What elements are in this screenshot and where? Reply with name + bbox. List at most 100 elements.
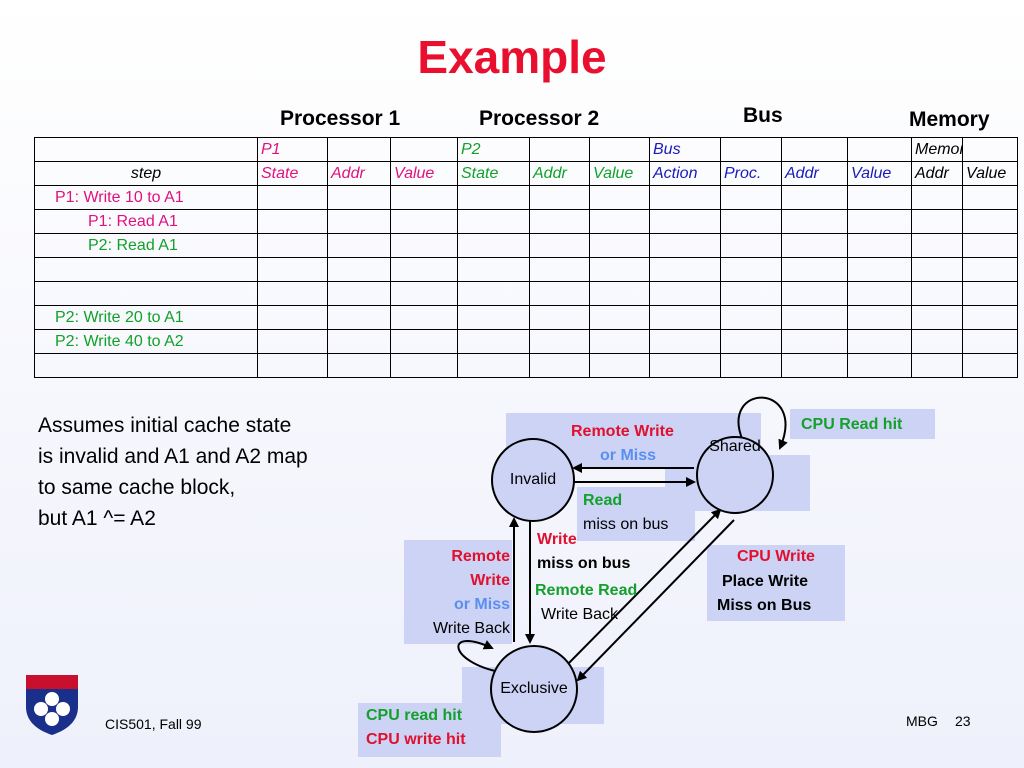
column-header-cell: Proc.	[720, 161, 782, 186]
table-cell	[911, 233, 963, 258]
table-cell	[589, 281, 650, 306]
or-miss-left-label: or Miss	[453, 596, 510, 613]
table-cell	[257, 281, 328, 306]
table-cell	[529, 185, 590, 210]
table-cell	[911, 209, 963, 234]
read-miss-on-bus-label: miss on bus	[583, 516, 669, 533]
table-cell	[390, 185, 458, 210]
processor1-heading: Processor 1	[280, 107, 401, 130]
table-cell	[911, 305, 963, 330]
cpu-read-hit-box	[790, 409, 935, 439]
column-header-cell: Addr	[911, 161, 963, 186]
note-line: is invalid and A1 and A2 map	[38, 445, 308, 468]
table-row: P2: Write 20 to A1	[34, 305, 1018, 330]
column-header-cell: Addr	[781, 161, 848, 186]
table-row	[34, 353, 1018, 378]
cpu-write-box	[707, 545, 845, 621]
step-cell: P2: Read A1	[34, 233, 258, 258]
step-cell: P1: Read A1	[34, 209, 258, 234]
remote-read-label: Remote Read	[535, 582, 638, 599]
slide-title: Example	[417, 31, 607, 83]
note-line: to same cache block,	[38, 476, 236, 499]
table-cell	[847, 353, 912, 378]
write-back-middle-label: Write Back	[541, 606, 619, 623]
footer-course: CIS501, Fall 99	[105, 716, 202, 732]
processor2-heading: Processor 2	[479, 107, 600, 130]
remote-write-left-box	[404, 540, 512, 644]
step-cell: P2: Write 20 to A1	[34, 305, 258, 330]
table-cell	[847, 209, 912, 234]
read-label: Read	[583, 492, 623, 509]
write-back-left-label: Write Back	[432, 620, 510, 637]
note-line: Assumes initial cache state	[38, 414, 292, 437]
cpu-read-hit-label: CPU Read hit	[801, 416, 903, 433]
write-label: Write	[537, 531, 577, 548]
group-header-cell: Bus	[649, 137, 721, 162]
table-cell	[257, 329, 328, 354]
table-cell	[962, 257, 1018, 282]
table-cell	[327, 353, 391, 378]
column-header-cell: State	[257, 161, 328, 186]
table-cell	[649, 305, 721, 330]
table-cell	[649, 209, 721, 234]
table-cell	[529, 329, 590, 354]
header-row-group: P1P2BusMemory	[34, 137, 1018, 162]
table-cell	[649, 329, 721, 354]
table-row	[34, 257, 1018, 282]
cpu-write-hit-excl-label: CPU write hit	[366, 731, 466, 748]
footer-author: MBG	[906, 713, 938, 729]
group-header-cell	[34, 137, 258, 162]
table-row: P2: Read A1	[34, 233, 1018, 258]
table-cell	[390, 257, 458, 282]
table-cell	[589, 185, 650, 210]
group-header-cell	[529, 137, 590, 162]
table-cell	[962, 209, 1018, 234]
miss-on-bus-right-label: Miss on Bus	[717, 597, 812, 614]
table-cell	[911, 257, 963, 282]
table-cell	[457, 233, 530, 258]
university-shield-icon	[26, 675, 78, 735]
column-header-cell: Action	[649, 161, 721, 186]
column-header-cell: Value	[962, 161, 1018, 186]
place-write-label: Place Write	[722, 573, 808, 590]
table-cell	[390, 353, 458, 378]
invalid-state: Invalid	[491, 438, 575, 522]
write-miss-on-bus-label: miss on bus	[537, 555, 631, 572]
example-table: P1P2BusMemorystepStateAddrValueStateAddr…	[34, 137, 1018, 378]
table-cell	[847, 185, 912, 210]
write-left-label: Write	[470, 572, 510, 589]
exclusive-to-shared-arrow	[563, 508, 722, 669]
cpu-read-hit-excl-label: CPU read hit	[366, 707, 463, 724]
shared-state: Shared	[696, 436, 774, 514]
cpu-write-label: CPU Write	[737, 548, 815, 565]
read-miss-box	[577, 487, 695, 541]
cpu-hit-box	[358, 703, 501, 757]
column-header-cell: Value	[390, 161, 458, 186]
table-cell	[390, 329, 458, 354]
group-header-cell	[327, 137, 391, 162]
table-cell	[390, 233, 458, 258]
table-cell	[457, 353, 530, 378]
table-cell	[589, 209, 650, 234]
remote-left-label: Remote	[451, 548, 510, 565]
footer-page: 23	[955, 713, 971, 729]
table-cell	[720, 329, 782, 354]
group-header-cell	[390, 137, 458, 162]
table-cell	[962, 353, 1018, 378]
table-cell	[962, 233, 1018, 258]
table-row: P1: Write 10 to A1	[34, 185, 1018, 210]
exclusive-state: Exclusive	[490, 645, 578, 733]
column-header-cell: Addr	[327, 161, 391, 186]
table-cell	[529, 257, 590, 282]
table-cell	[720, 257, 782, 282]
table-cell	[720, 281, 782, 306]
step-cell	[34, 353, 258, 378]
table-cell	[327, 281, 391, 306]
group-header-cell	[720, 137, 782, 162]
note-line: but A1 ^= A2	[38, 507, 156, 530]
table-cell	[589, 353, 650, 378]
group-header-cell	[847, 137, 912, 162]
table-row: P2: Write 40 to A2	[34, 329, 1018, 354]
